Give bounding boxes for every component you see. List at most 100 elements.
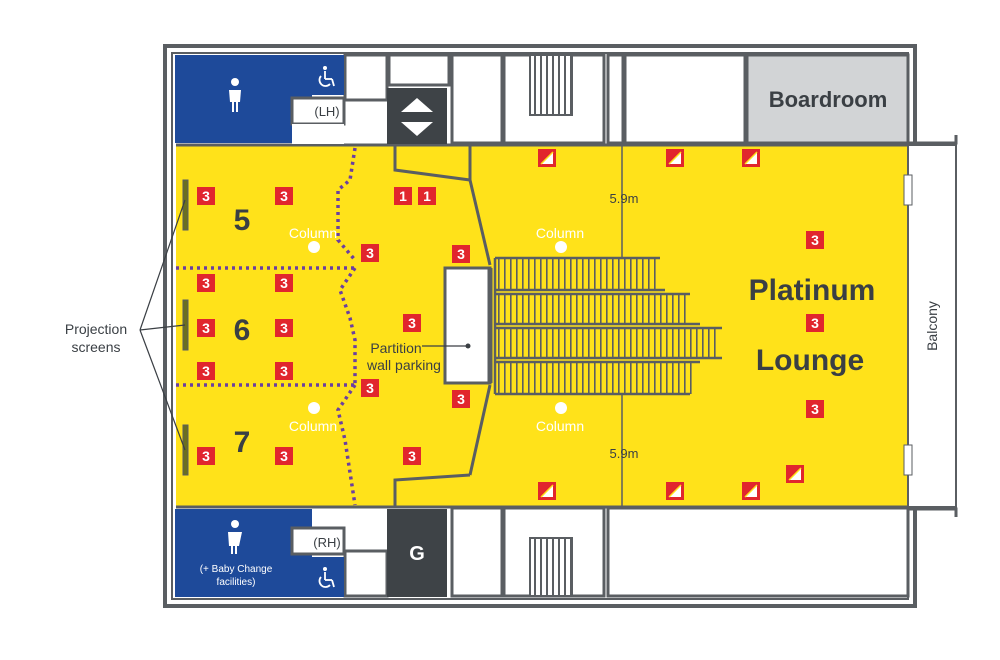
projection-label-line2: screens — [71, 339, 120, 355]
socket-icon: 3 — [275, 274, 293, 292]
floor-box-icon — [666, 149, 684, 167]
room-partitions — [176, 147, 357, 506]
escalator-stairs — [493, 256, 722, 396]
svg-text:1: 1 — [399, 188, 407, 204]
floor-box-group — [538, 149, 804, 500]
floor-box-icon — [742, 482, 760, 500]
svg-text:1: 1 — [423, 188, 431, 204]
socket-icon: 3 — [452, 390, 470, 408]
lift-ground-label: G — [409, 543, 425, 565]
accessible-toilet-top — [312, 55, 344, 95]
room-7-label: 7 — [234, 426, 251, 459]
partition-label-line2: wall parking — [366, 357, 441, 373]
socket-icon: 3 — [806, 231, 824, 249]
column-label: Column — [536, 225, 584, 241]
svg-text:3: 3 — [280, 320, 288, 336]
rh-label: (RH) — [313, 535, 340, 550]
projection-screen — [182, 179, 189, 476]
svg-text:3: 3 — [202, 275, 210, 291]
socket-icon: 3 — [403, 447, 421, 465]
socket-icon: 3 — [361, 379, 379, 397]
accessible-icon — [318, 66, 335, 87]
floor-box-icon — [666, 482, 684, 500]
floor-box-icon — [742, 149, 760, 167]
balcony-label: Balcony — [924, 301, 940, 351]
socket-icon: 3 — [197, 274, 215, 292]
svg-text:3: 3 — [202, 320, 210, 336]
partition-wall-parking — [443, 266, 492, 385]
toilet-top — [175, 55, 312, 143]
bottom-service-area — [343, 506, 910, 598]
svg-text:3: 3 — [202, 363, 210, 379]
socket-icon: 3 — [275, 447, 293, 465]
svg-text:3: 3 — [366, 380, 374, 396]
column-label: Column — [289, 418, 337, 434]
height-label-top: 5.9m — [610, 191, 639, 206]
svg-text:3: 3 — [811, 232, 819, 248]
toilet-icon — [228, 520, 242, 554]
svg-text:3: 3 — [280, 448, 288, 464]
height-label-bottom: 5.9m — [610, 446, 639, 461]
svg-text:3: 3 — [202, 188, 210, 204]
lounge-name-line2: Lounge — [756, 344, 864, 377]
svg-text:3: 3 — [280, 275, 288, 291]
socket-icon: 3 — [361, 244, 379, 262]
column-marker — [308, 402, 320, 414]
stairs-icon — [529, 537, 573, 597]
main-floor — [176, 145, 908, 507]
room-5-label: 5 — [234, 204, 251, 237]
svg-text:3: 3 — [457, 246, 465, 262]
floor-box-icon — [538, 149, 556, 167]
socket-icon: 1 — [418, 187, 436, 205]
projection-label-line1: Projection — [65, 321, 127, 337]
column-label: Column — [536, 418, 584, 434]
svg-text:3: 3 — [366, 245, 374, 261]
svg-text:3: 3 — [408, 315, 416, 331]
toilet-icon — [229, 78, 241, 112]
socket-icon: 3 — [806, 400, 824, 418]
baby-change-line1: (+ Baby Change — [200, 564, 273, 575]
floor-box-icon — [538, 482, 556, 500]
lh-label: (LH) — [314, 104, 339, 119]
svg-text:3: 3 — [280, 188, 288, 204]
socket-icon: 3 — [452, 245, 470, 263]
svg-text:3: 3 — [457, 391, 465, 407]
baby-change-line2: facilities) — [217, 577, 256, 588]
boardroom-label: Boardroom — [769, 87, 888, 112]
socket-icon: 3 — [197, 362, 215, 380]
socket-icon: 3 — [806, 314, 824, 332]
socket-icon: 3 — [197, 187, 215, 205]
partition-label-line1: Partition — [370, 340, 421, 356]
socket-icon: 1 — [394, 187, 412, 205]
column-marker — [555, 241, 567, 253]
accessible-icon — [318, 567, 335, 588]
column-marker — [308, 241, 320, 253]
floor-box-icon — [786, 465, 804, 483]
accessible-toilet-bottom — [312, 557, 344, 597]
lift-arrows-icon — [401, 98, 433, 112]
socket-icon: 3 — [275, 187, 293, 205]
room-6-label: 6 — [234, 314, 251, 347]
svg-text:3: 3 — [280, 363, 288, 379]
column-marker — [555, 402, 567, 414]
socket-icon: 3 — [403, 314, 421, 332]
svg-text:3: 3 — [408, 448, 416, 464]
socket-icon: 3 — [197, 319, 215, 337]
projection-leader-lines — [139, 199, 186, 451]
balcony — [907, 144, 957, 508]
toilet-bottom — [175, 509, 312, 597]
lobby-walls — [393, 144, 492, 507]
lift-bottom — [387, 509, 447, 597]
lounge-name-line1: Platinum — [749, 274, 876, 307]
boardroom — [745, 53, 910, 145]
socket-icon: 3 — [197, 447, 215, 465]
column-label: Column — [289, 225, 337, 241]
svg-text:3: 3 — [811, 315, 819, 331]
socket-icon: 3 — [275, 319, 293, 337]
stairs-icon — [529, 54, 573, 116]
svg-text:3: 3 — [202, 448, 210, 464]
svg-text:3: 3 — [811, 401, 819, 417]
socket-icon: 3 — [275, 362, 293, 380]
